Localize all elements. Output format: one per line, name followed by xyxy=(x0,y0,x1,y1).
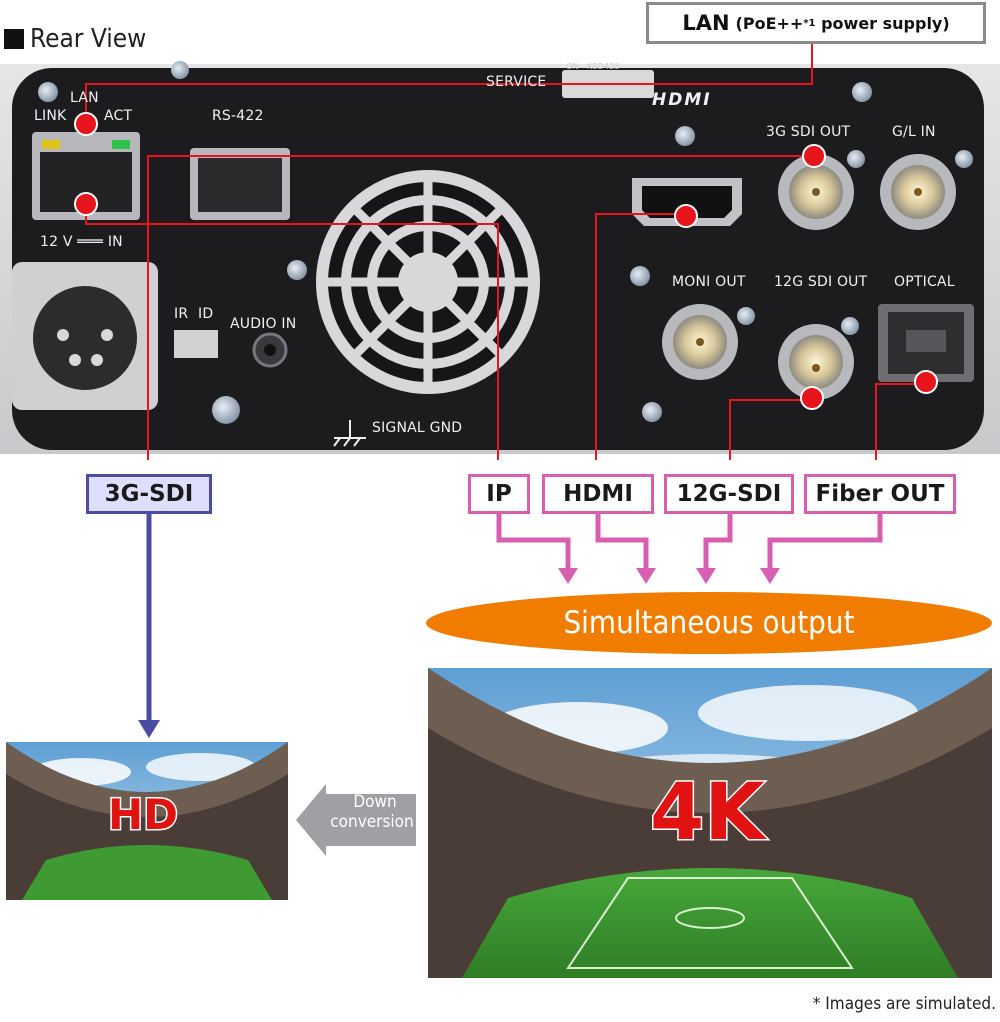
badge-ip: IP xyxy=(468,474,530,514)
label-link: LINK xyxy=(34,108,67,124)
label-id: ID xyxy=(198,306,214,322)
label-audio-in: AUDIO IN xyxy=(230,316,297,332)
screw-icons xyxy=(20,61,973,424)
sdi12g-marker xyxy=(800,386,824,410)
hdmi-marker xyxy=(674,204,698,228)
badge-fiber-out: Fiber OUT xyxy=(804,474,956,514)
title-square-icon xyxy=(4,29,24,49)
lan-callout-footnote-mark: *1 xyxy=(803,17,816,29)
image-4k-stadium: 4K xyxy=(428,668,992,978)
lan-callout: LAN (PoE++ *1 power supply) xyxy=(646,2,986,44)
label-gl-in: G/L IN xyxy=(892,124,936,140)
lan-callout-main: LAN xyxy=(682,11,730,35)
down-conversion-arrow xyxy=(296,784,416,856)
footnote: * Images are simulated. xyxy=(812,994,996,1014)
down-conversion-line2: conversion xyxy=(330,812,414,832)
label-signal-gnd: SIGNAL GND xyxy=(372,420,463,436)
lan-ip-marker xyxy=(74,192,98,216)
badge-12g-sdi: 12G-SDI xyxy=(664,474,794,514)
lan-callout-detail-tail: power supply) xyxy=(815,13,950,33)
power-connector xyxy=(12,262,158,410)
pink-arrows xyxy=(496,514,883,570)
sdi3g-marker xyxy=(802,144,826,168)
audio-in-jack xyxy=(252,332,288,368)
badge-hdmi: HDMI xyxy=(542,474,654,514)
simultaneous-output-label: Simultaneous output xyxy=(563,605,855,641)
label-hd: HD xyxy=(106,789,179,841)
down-conversion-line1: Down xyxy=(353,792,397,812)
signal-lines xyxy=(85,44,926,460)
simultaneous-output: Simultaneous output xyxy=(426,592,992,654)
flow-arrows xyxy=(138,514,883,738)
label-rs422: RS-422 xyxy=(212,108,264,124)
hdmi-logo: HDMI xyxy=(652,90,712,110)
title-text: Rear View xyxy=(30,24,147,54)
label-act: ACT xyxy=(104,108,133,124)
rear-panel xyxy=(0,44,1000,460)
bnc-connectors xyxy=(662,154,956,400)
rs422-port xyxy=(190,148,290,220)
label-service: SERVICE xyxy=(486,74,547,90)
label-dip: ON KSD425 xyxy=(566,62,620,71)
image-hd-stadium: HD xyxy=(6,742,288,900)
lan-top-marker xyxy=(74,112,98,136)
lan-port xyxy=(32,132,140,220)
pink-arrowheads xyxy=(558,568,780,584)
ir-id-switch xyxy=(174,330,218,358)
connector-markers xyxy=(74,112,938,410)
stadium-4k-graphic xyxy=(428,668,992,978)
down-conversion-label: Down conversion xyxy=(316,792,420,832)
blue-arrowhead xyxy=(138,720,160,738)
optical-port xyxy=(878,304,974,382)
label-ir: IR xyxy=(174,306,189,322)
stadium-hd-graphic xyxy=(6,742,288,900)
label-4k: 4K xyxy=(649,767,767,860)
optical-marker xyxy=(914,370,938,394)
label-optical: OPTICAL xyxy=(894,274,955,290)
label-sdi3g-out: 3G SDI OUT xyxy=(766,124,851,140)
label-power: 12 V ═══ IN xyxy=(40,234,123,250)
title: Rear View xyxy=(4,22,146,56)
label-sdi12g-out: 12G SDI OUT xyxy=(774,274,868,290)
badge-3g-sdi: 3G-SDI xyxy=(86,474,212,514)
lan-callout-detail: (PoE++ xyxy=(735,13,804,33)
ground-icon xyxy=(333,420,366,447)
label-lan: LAN xyxy=(70,90,99,106)
label-moni-out: MONI OUT xyxy=(672,274,746,290)
cooling-fan xyxy=(316,170,540,394)
